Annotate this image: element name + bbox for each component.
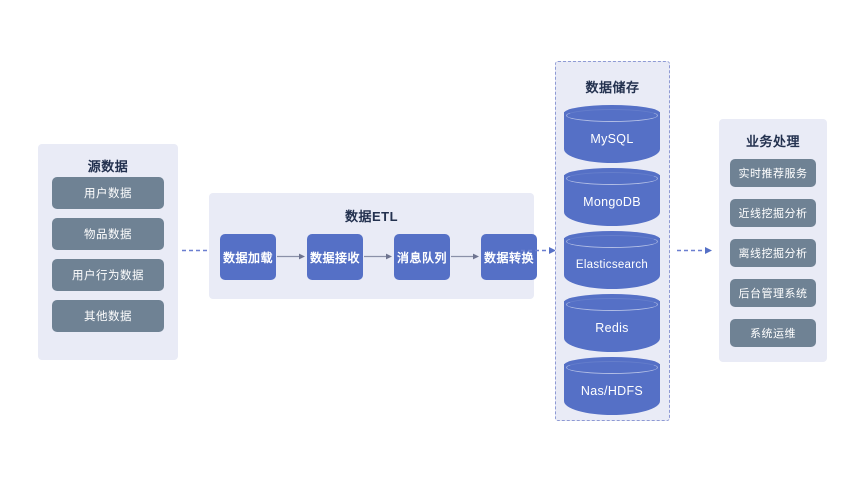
chip-backend-management-system[interactable]: 后台管理系统 bbox=[730, 279, 816, 307]
cylinder-rim bbox=[566, 298, 658, 311]
etl-box-data-receive[interactable]: 数据接收 bbox=[307, 234, 363, 280]
panel-title-source-data: 源数据 bbox=[87, 159, 129, 174]
cylinder-mysql[interactable]: MySQL bbox=[564, 105, 660, 163]
cylinder-label: Elasticsearch bbox=[575, 258, 649, 271]
chip-source-other-data[interactable]: 其他数据 bbox=[52, 300, 164, 332]
chip-source-user-behavior-data[interactable]: 用户行为数据 bbox=[52, 259, 164, 291]
cylinder-elasticsearch[interactable]: Elasticsearch bbox=[564, 231, 660, 289]
chip-system-operations[interactable]: 系统运维 bbox=[730, 319, 816, 347]
chip-label: 其他数据 bbox=[84, 311, 132, 323]
chip-source-item-data[interactable]: 物品数据 bbox=[52, 218, 164, 250]
cylinder-rim bbox=[566, 109, 658, 122]
chip-label: 离线挖掘分析 bbox=[738, 248, 808, 260]
cylinder-nas-hdfs[interactable]: Nas/HDFS bbox=[564, 357, 660, 415]
panel-title-data-storage: 数据储存 bbox=[585, 80, 640, 95]
chip-nearline-mining-analysis[interactable]: 近线挖掘分析 bbox=[730, 199, 816, 227]
chip-offline-mining-analysis[interactable]: 离线挖掘分析 bbox=[730, 239, 816, 267]
cylinder-label: MongoDB bbox=[583, 194, 641, 209]
etl-box-data-load[interactable]: 数据加载 bbox=[220, 234, 276, 280]
chip-label: 后台管理系统 bbox=[738, 288, 808, 300]
chip-label: 用户行为数据 bbox=[72, 270, 144, 282]
chip-label: 物品数据 bbox=[84, 229, 132, 241]
cylinder-rim bbox=[566, 235, 658, 248]
cylinder-label: Nas/HDFS bbox=[580, 383, 644, 398]
connector-etl-step-1 bbox=[277, 252, 306, 261]
connector-etl-step-2 bbox=[364, 252, 393, 261]
cylinder-mongodb[interactable]: MongoDB bbox=[564, 168, 660, 226]
panel-title-data-etl: 数据ETL bbox=[344, 209, 399, 224]
etl-box-message-queue[interactable]: 消息队列 bbox=[394, 234, 450, 280]
cylinder-label: MySQL bbox=[590, 131, 634, 146]
chip-label: 用户数据 bbox=[84, 188, 132, 200]
chip-label: 近线挖掘分析 bbox=[738, 208, 808, 220]
chip-realtime-recommendation-service[interactable]: 实时推荐服务 bbox=[730, 159, 816, 187]
chip-label: 系统运维 bbox=[750, 328, 796, 340]
chip-source-user-data[interactable]: 用户数据 bbox=[52, 177, 164, 209]
cylinder-label: Redis bbox=[595, 320, 629, 335]
connector-etl-step-3 bbox=[451, 252, 480, 261]
connector-storage-to-business bbox=[677, 246, 713, 255]
cylinder-rim bbox=[566, 361, 658, 374]
chip-label: 实时推荐服务 bbox=[738, 168, 808, 180]
etl-box-data-transform[interactable]: 数据转换 bbox=[481, 234, 537, 280]
etl-box-label: 消息队列 bbox=[396, 250, 447, 265]
etl-box-label: 数据转换 bbox=[483, 250, 534, 265]
etl-box-label: 数据接收 bbox=[309, 250, 360, 265]
connector-etl-to-storage bbox=[521, 246, 557, 255]
etl-box-label: 数据加载 bbox=[222, 250, 273, 265]
panel-title-business-processing: 业务处理 bbox=[745, 134, 800, 149]
cylinder-rim bbox=[566, 172, 658, 185]
cylinder-redis[interactable]: Redis bbox=[564, 294, 660, 352]
